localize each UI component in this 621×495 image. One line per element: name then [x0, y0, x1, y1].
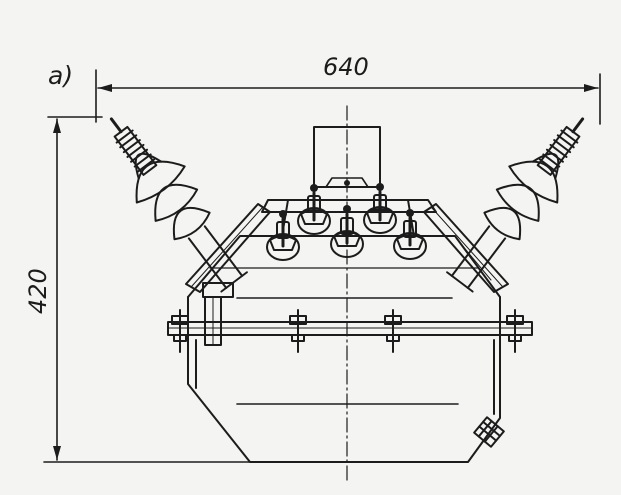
drain-valve [473, 416, 505, 448]
width-dimension-line [95, 69, 601, 125]
left-mounting-bracket [202, 282, 234, 346]
flange-bolt-2 [289, 309, 307, 353]
right-hv-bushing [446, 117, 585, 293]
height-dimension-label: 420 [24, 268, 52, 314]
flange-bolt-3 [384, 309, 402, 353]
secondary-bushing-2 [297, 184, 331, 235]
right-bushing-support [423, 203, 509, 293]
secondary-bushing-3 [330, 205, 364, 258]
secondary-bushing-5 [393, 209, 427, 260]
tank-body [187, 235, 501, 463]
panel-label: a) [48, 61, 73, 90]
width-dimension-label: 640 [323, 53, 369, 81]
secondary-bushing-1 [266, 210, 300, 261]
flange-bolt-1 [171, 309, 189, 353]
tank-flange [167, 321, 533, 336]
flange-bolt-4 [506, 309, 524, 353]
left-hv-bushing [109, 117, 248, 293]
top-box [313, 126, 381, 188]
height-dimension-line [43, 116, 251, 463]
left-bushing-support [185, 203, 271, 293]
secondary-bushing-4 [363, 183, 397, 234]
